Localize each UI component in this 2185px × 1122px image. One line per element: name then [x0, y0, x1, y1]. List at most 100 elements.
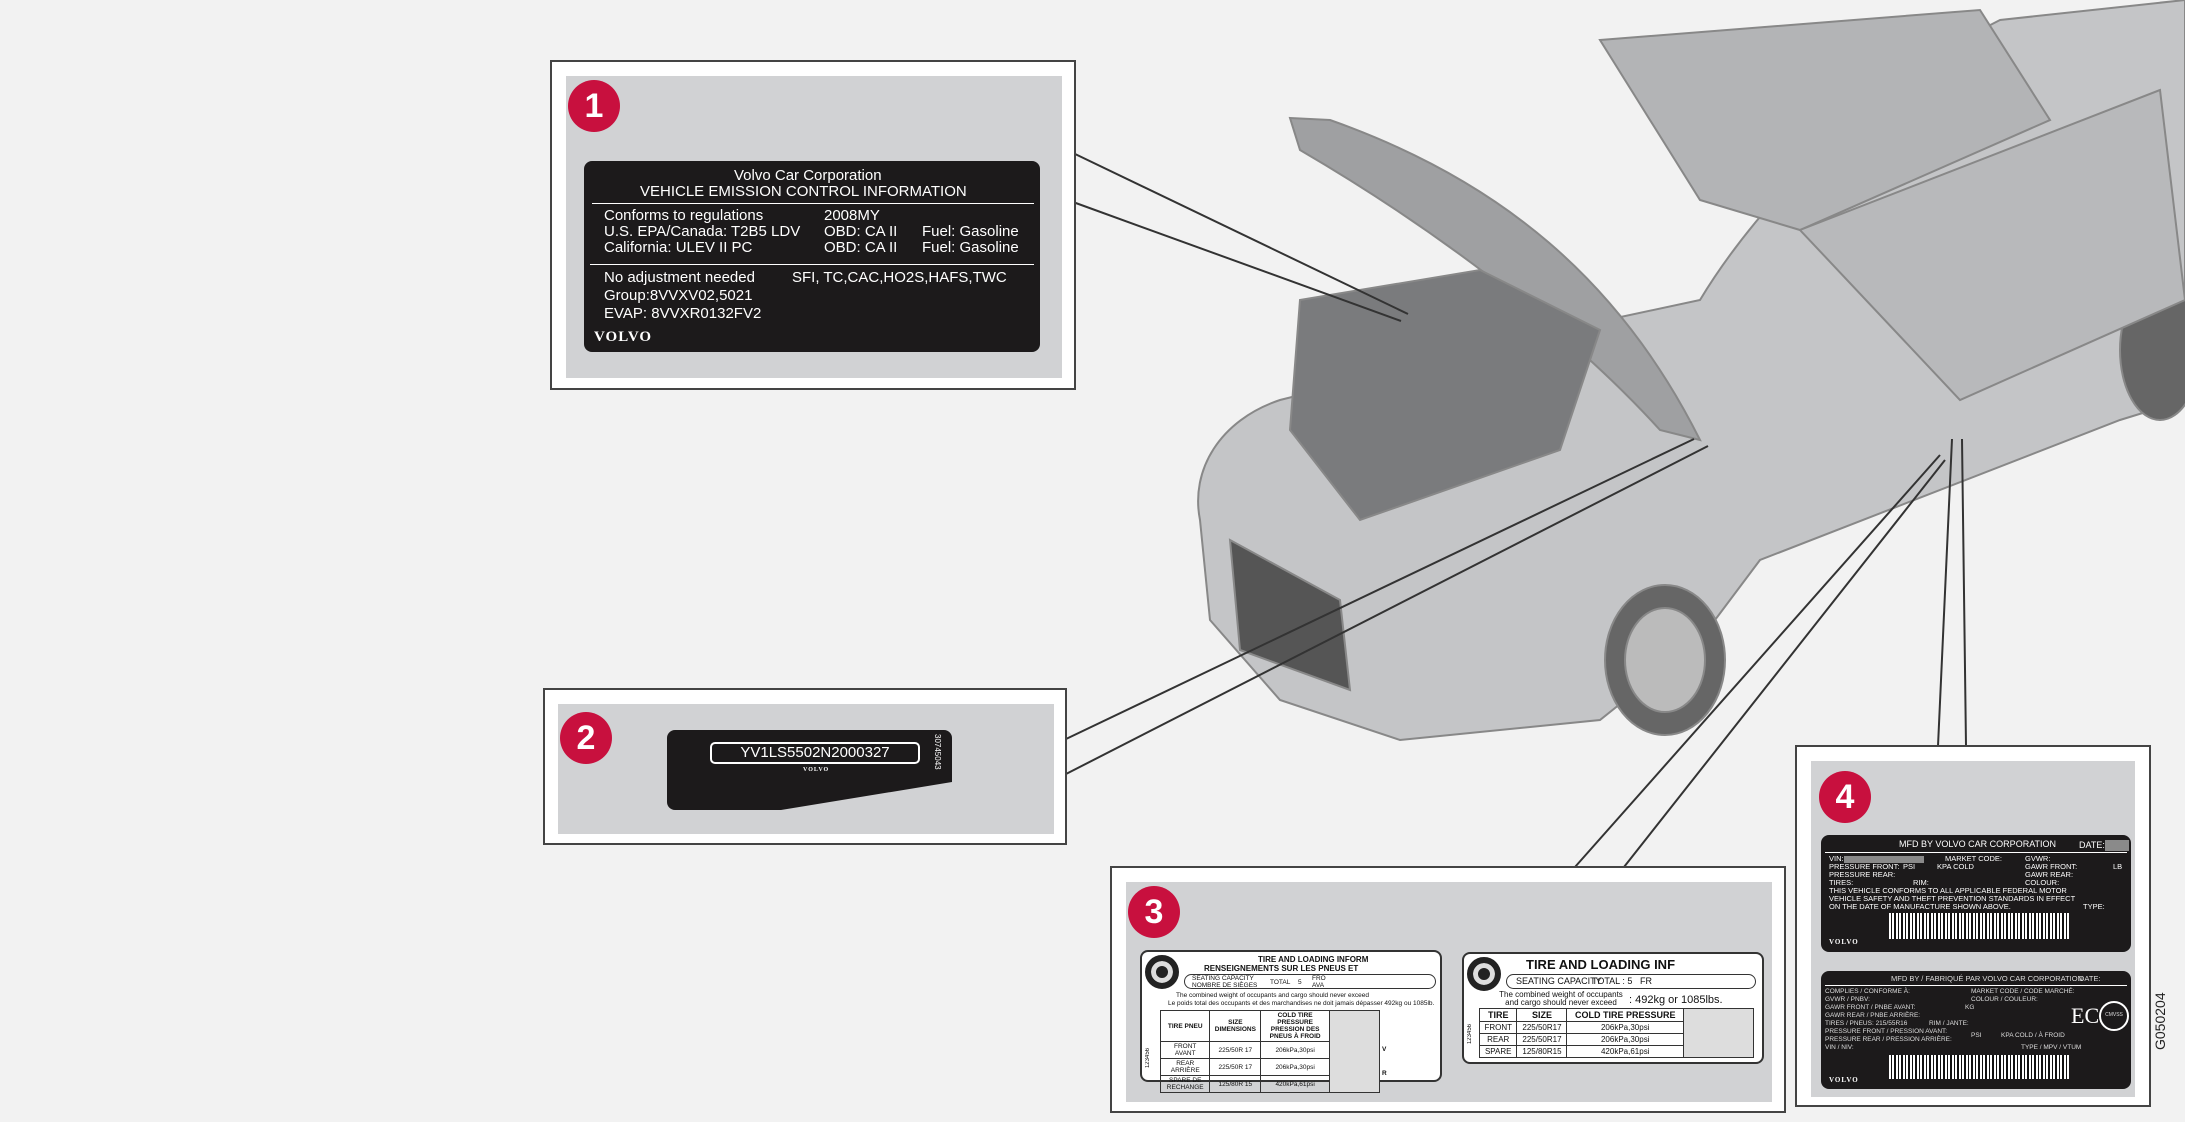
label-line2: VEHICLE EMISSION CONTROL INFORMATION: [640, 183, 967, 200]
cell: REAR ARRIÈRE: [1159, 1058, 1211, 1076]
tires-label: TIRES:: [1829, 878, 1854, 887]
callout-number-badge: 4: [1819, 771, 1871, 823]
front-label: FRO: [1312, 975, 1326, 982]
market-code-label: MARKET CODE / CODE MARCHÉ:: [1971, 988, 2075, 995]
vin-label: VIN / NIV:: [1825, 1044, 1854, 1051]
cell: REAR: [1478, 1033, 1518, 1046]
header-cell: COLD TIRE PRESSURE: [1566, 1008, 1684, 1022]
group-text: Group:8VVXV02,5021: [604, 287, 753, 304]
model-year: 2008MY: [824, 207, 880, 224]
adjustment-text: No adjustment needed: [604, 269, 755, 286]
tires-label: TIRES / PNEUS: 215/55R16: [1825, 1020, 1908, 1027]
leader-lines: [1065, 152, 1967, 868]
gvwr-label: GVWR / PNBV:: [1825, 996, 1870, 1003]
callout-vehicle-plates: 4 MFD BY VOLVO CAR CORPORATION DATE: VIN…: [1795, 745, 2151, 1107]
label-line1: Volvo Car Corporation: [734, 167, 882, 184]
seating-capacity-fr: NOMBRE DE SIÈGES: [1192, 982, 1258, 989]
colour-label: COLOUR:: [2025, 878, 2060, 887]
seating-capacity: SEATING CAPACITY: [1192, 975, 1254, 982]
callout-emission-label: 1 Volvo Car Corporation VEHICLE EMISSION…: [550, 60, 1076, 390]
rim-label: RIM:: [1913, 878, 1929, 887]
canada-ec-plate: MFD BY / FABRIQUÉ PAR VOLVO CAR CORPORAT…: [1821, 971, 2131, 1089]
pressure-front-label: PRESSURE FRONT:: [1829, 862, 1900, 871]
spare-mark: R: [1382, 1070, 1387, 1077]
cell: 225/50R 17: [1209, 1041, 1262, 1059]
cell: FRONT: [1478, 1021, 1518, 1034]
psi-label: PSI: [1903, 862, 1916, 871]
tire-title: TIRE AND LOADING INFORM: [1258, 955, 1369, 964]
weight-text: The combined weight of occupants and car…: [1176, 992, 1369, 999]
volvo-logo: VOLVO: [803, 767, 830, 773]
cell: 206kPa,30psi: [1566, 1033, 1684, 1046]
barcode: [1889, 913, 2069, 939]
gawr-front-label: GAWR FRONT:: [2025, 862, 2078, 871]
conformity-text-3: ON THE DATE OF MANUFACTURE SHOWN ABOVE.: [1829, 902, 2011, 911]
psi-label: PSI: [1971, 1032, 1982, 1039]
obd-2: OBD: CA II: [824, 239, 898, 256]
us-regulation: U.S. EPA/Canada: T2B5 LDV: [604, 223, 801, 240]
callout-number-badge: 3: [1128, 886, 1180, 938]
type-label: TYPE:: [2083, 902, 2105, 911]
vin-label: VIN:: [1829, 854, 1844, 863]
tire-label-english: TIRE AND LOADING INF SEATING CAPACITY TO…: [1462, 952, 1764, 1064]
pressure-front-label: PRESSURE FRONT / PRESSION AVANT:: [1825, 1028, 1948, 1035]
federal-compliance-plate: MFD BY VOLVO CAR CORPORATION DATE: VIN: …: [1821, 835, 2131, 952]
tire-title: TIRE AND LOADING INF: [1526, 957, 1676, 972]
tire-icon: [1145, 955, 1179, 989]
conforms-text: Conforms to regulations: [604, 207, 764, 224]
total-label: TOTAL : 5: [1592, 976, 1633, 986]
cell: 225/50R17: [1516, 1033, 1568, 1046]
date-label: DATE:: [2079, 839, 2105, 850]
tire-title-fr: RENSEIGNEMENTS SUR LES PNEUS ET: [1204, 964, 1359, 973]
gawr-rear-label: GAWR REAR / PNBE ARRIÈRE:: [1825, 1012, 1921, 1019]
figure-code: G050204: [2152, 992, 2168, 1050]
complies-label: COMPLIES / CONFORME À:: [1825, 988, 1910, 995]
weight-text-fr: Le poids total des occupants et des marc…: [1168, 1000, 1435, 1007]
cell: 206kPa,30psi: [1566, 1021, 1684, 1034]
vin-row: VIN:: [1829, 855, 1924, 863]
ec-mark: EC: [2071, 1003, 2100, 1028]
cell: 225/50R 17: [1209, 1058, 1262, 1076]
cell: SPARE: [1478, 1045, 1518, 1058]
total-value: 5: [1298, 979, 1302, 986]
total-label: TOTAL: [1270, 979, 1291, 986]
conformity-text: THIS VEHICLE CONFORMS TO ALL APPLICABLE …: [1829, 886, 2067, 895]
callout-vin-label: 2 YV1LS5502N2000327 VOLVO 30745043: [543, 688, 1067, 845]
callout-tire-label: 3 TIRE AND LOADING INFORM RENSEIGNEMENTS…: [1110, 866, 1786, 1113]
gvwr-label: GVWR:: [2025, 854, 2051, 863]
cell: 225/50R17: [1516, 1021, 1568, 1034]
pressure-rear-label: PRESSURE REAR:: [1829, 870, 1896, 879]
cell: 125/80R15: [1516, 1045, 1568, 1058]
gawr-front-label: GAWR FRONT / PNBE AVANT:: [1825, 1004, 1916, 1011]
date-field: DATE:: [2079, 840, 2129, 851]
lb-label: LB: [2113, 862, 2123, 871]
market-code-label: MARKET CODE:: [1945, 854, 2002, 863]
tire-label-bilingual: TIRE AND LOADING INFORM RENSEIGNEMENTS S…: [1140, 950, 1442, 1093]
emission-control-label: Volvo Car Corporation VEHICLE EMISSION C…: [584, 161, 1040, 352]
california-regulation: California: ULEV II PC: [604, 239, 753, 256]
kg-label: KG: [1965, 1004, 1975, 1011]
gawr-rear-label: GAWR REAR:: [2025, 870, 2074, 879]
date-label: DATE:: [2079, 974, 2101, 983]
volvo-logo: VOLVO: [1829, 1076, 1859, 1084]
part-number: 30745043: [933, 734, 942, 770]
canada-maple-leaf-seal: CMVSS: [2099, 1001, 2129, 1031]
cell: SPARE DE RECHANGE: [1159, 1075, 1211, 1093]
seating-capacity: SEATING CAPACITY: [1516, 976, 1602, 986]
speed-rating: V: [1382, 1046, 1387, 1053]
label-code: 123456: [1467, 1024, 1473, 1045]
header-cell: SIZE DIMENSIONS: [1209, 1010, 1262, 1042]
weight-value: : 492kg or 1085lbs.: [1629, 994, 1723, 1006]
cell: 420kPa,61psi: [1260, 1075, 1330, 1093]
kpa-label: KPA COLD: [1937, 862, 1974, 871]
cell: 206kPa,30psi: [1260, 1041, 1330, 1059]
callout-number-badge: 1: [568, 80, 620, 132]
seal-text: CMVSS: [2105, 1012, 2123, 1019]
systems-text: SFI, TC,CAC,HO2S,HAFS,TWC: [792, 269, 1007, 286]
